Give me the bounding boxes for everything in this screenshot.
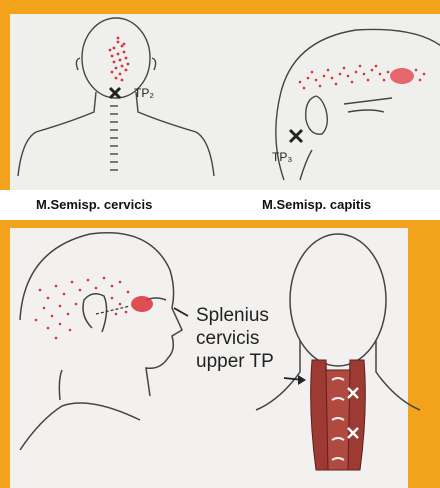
muscle-label-line3: upper TP — [196, 350, 274, 373]
back-view-figure — [18, 18, 214, 176]
side-view-figure — [276, 29, 440, 180]
tp-label-left: TP₂ — [134, 86, 154, 100]
spine-markers — [110, 106, 118, 170]
referral-pattern-back — [109, 37, 130, 82]
bottom-panel: Splenius cervicis upper TP — [0, 220, 440, 488]
trigger-point-x-right — [290, 130, 302, 142]
referral-pattern-side — [299, 65, 426, 90]
muscle-label-line2: cervicis — [196, 327, 259, 350]
tp-label-right: TP₃ — [272, 150, 292, 164]
label-pointer-left — [174, 308, 188, 316]
caption-semispinalis-capitis: M.Semisp. capitis — [262, 197, 371, 212]
top-panel: TP₂ TP₃ M.Semisp. cervicis M.Semisp. cap… — [0, 0, 440, 220]
neck-muscles — [311, 360, 366, 470]
top-illustrations — [0, 0, 440, 190]
muscle-label-line1: Splenius — [196, 304, 269, 327]
referral-arrow-path — [96, 306, 130, 314]
caption-semispinalis-cervicis: M.Semisp. cervicis — [36, 197, 152, 212]
profile-head-figure — [20, 233, 182, 450]
referral-pattern-temple — [35, 277, 153, 340]
trigger-point-x-left — [110, 88, 120, 98]
